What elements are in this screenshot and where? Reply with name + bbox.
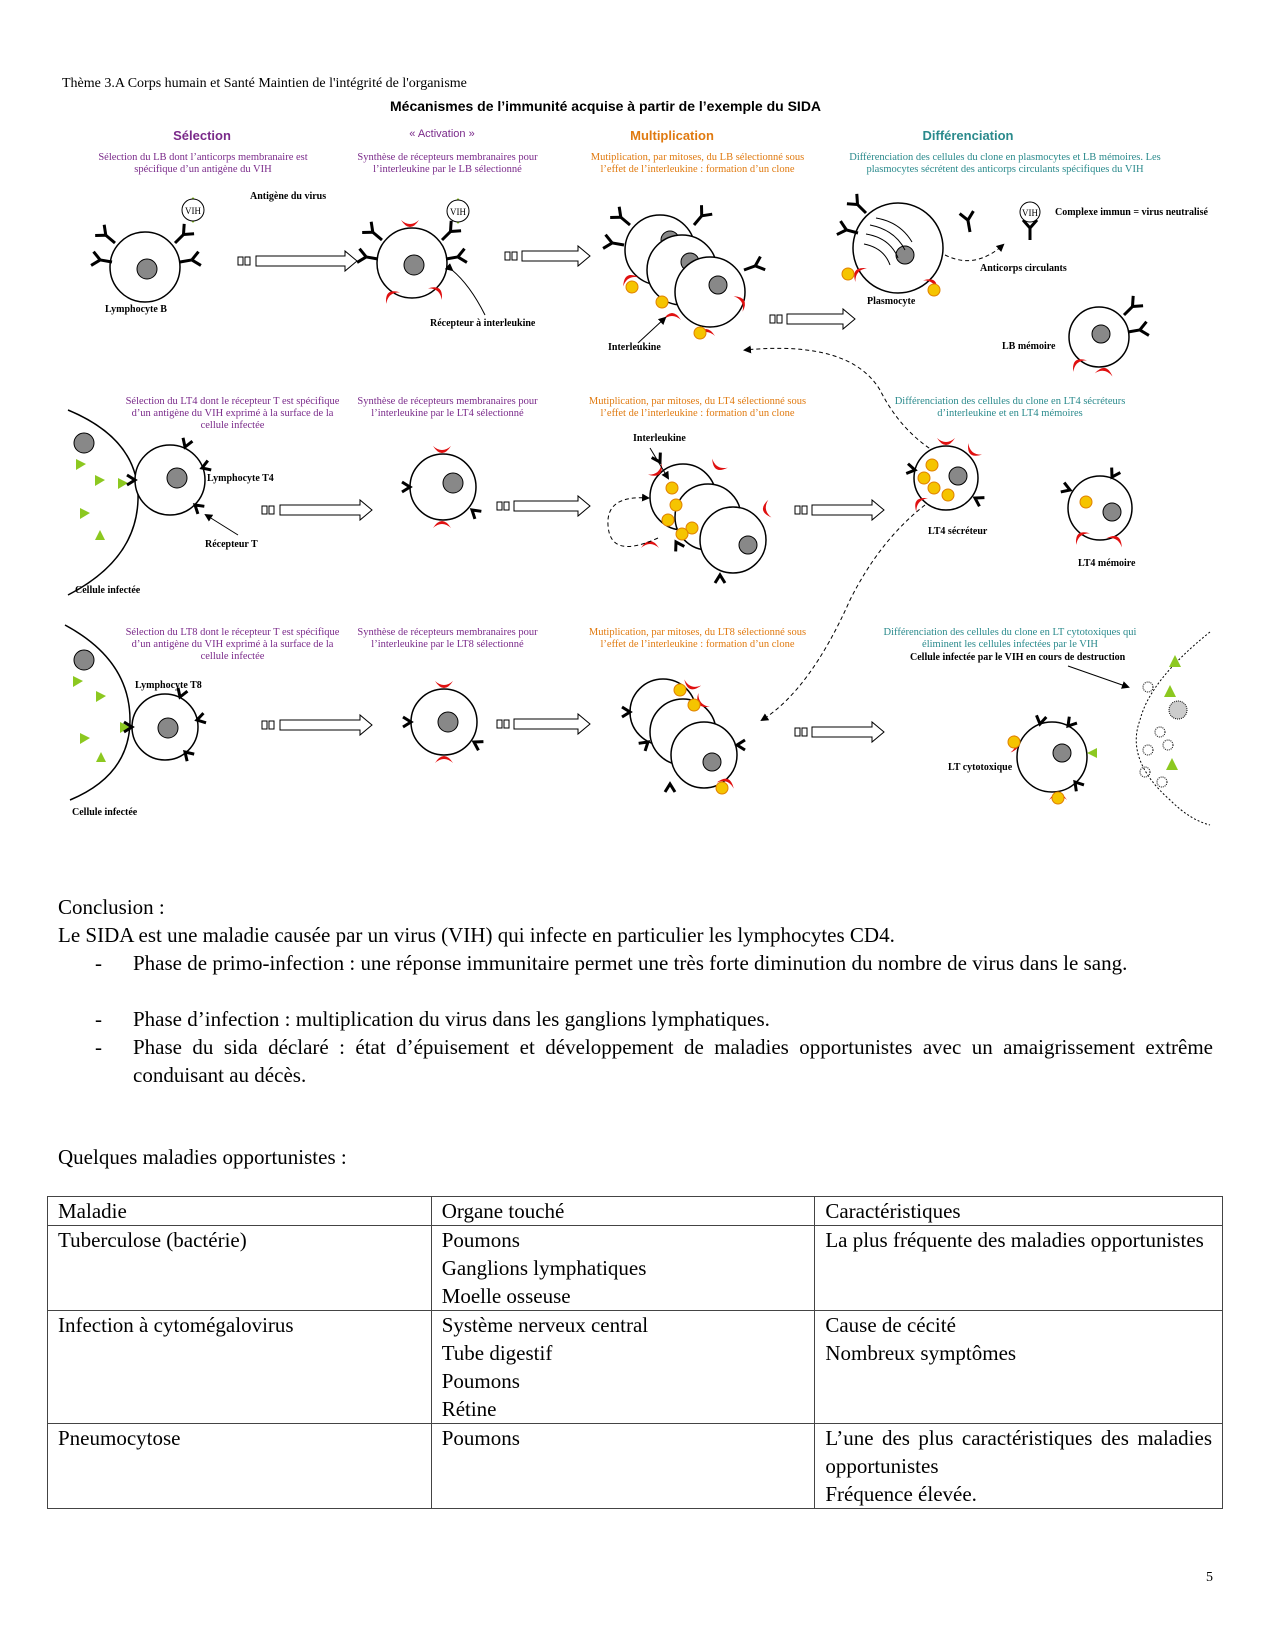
infected-cell-2 xyxy=(65,625,130,800)
cell-maladie: Infection à cytomégalovirus xyxy=(48,1311,432,1424)
lb-clone-cells xyxy=(603,205,765,339)
arrow-r3-2 xyxy=(497,714,590,734)
page-number: 5 xyxy=(1206,1570,1213,1586)
lt4-secreteur-cell xyxy=(906,438,984,512)
cell-maladie: Pneumocytose xyxy=(48,1424,432,1509)
label-cellule-destruction: Cellule infectée par le VIH en cours de … xyxy=(910,652,1126,663)
lb-memoire-cell xyxy=(1069,296,1149,377)
immunity-diagram: VIH Antigène du virus Lymphocyte B VIH R… xyxy=(0,0,1275,860)
vih-label-3: VIH xyxy=(1022,208,1038,218)
conclusion-heading: Conclusion : xyxy=(58,893,165,921)
conclusion-intro: Le SIDA est une maladie causée par un vi… xyxy=(58,921,895,949)
label-cellule-infectee-2: Cellule infectée xyxy=(72,807,138,818)
table-row: Pneumocytose Poumons L’une des plus cara… xyxy=(48,1424,1223,1509)
label-lymphocyte-b: Lymphocyte B xyxy=(105,304,167,315)
label-recepteur-interleukine: Récepteur à interleukine xyxy=(430,318,536,329)
arrow-r3-1 xyxy=(262,715,372,735)
lymphocyte-t4-cell xyxy=(127,438,211,515)
vih-label: VIH xyxy=(185,206,201,216)
plasmocyte-cell xyxy=(837,194,943,296)
lymphocyte-t8-cell xyxy=(124,688,206,761)
label-anticorps-circulants: Anticorps circulants xyxy=(980,263,1067,274)
cell-caracteristiques: L’une des plus caractéristiques des mala… xyxy=(815,1424,1223,1509)
label-lymphocyte-t4: Lymphocyte T4 xyxy=(207,473,274,484)
lymphocyte-b-cell xyxy=(91,224,201,302)
arrow-r1-3 xyxy=(770,309,855,329)
label-recepteur-t: Récepteur T xyxy=(205,539,258,550)
label-lt-cytotoxique: LT cytotoxique xyxy=(948,762,1013,773)
immune-complex-icon: VIH xyxy=(1020,202,1040,240)
lt4-clone-cells xyxy=(641,453,771,583)
activated-lt4-cell xyxy=(402,446,481,528)
table-header-row: Maladie Organe touché Caractéristiques xyxy=(48,1197,1223,1226)
label-antigene: Antigène du virus xyxy=(250,191,326,202)
destroyed-infected-cell xyxy=(1136,632,1210,825)
header-organe: Organe touché xyxy=(431,1197,815,1226)
lt-cytotoxique-cell xyxy=(1008,715,1097,804)
cell-caracteristiques: La plus fréquente des maladies opportuni… xyxy=(815,1226,1223,1311)
cell-caracteristiques: Cause de cécité Nombreux symptômes xyxy=(815,1311,1223,1424)
lt4-memoire-cell xyxy=(1061,468,1132,548)
label-plasmocyte: Plasmocyte xyxy=(867,296,916,307)
label-lt4-memoire: LT4 mémoire xyxy=(1078,558,1136,569)
label-complexe-immun: Complexe immun = virus neutralisé xyxy=(1055,207,1208,218)
infected-cell-1 xyxy=(68,410,138,595)
arrow-r2-1 xyxy=(262,500,372,520)
header-maladie: Maladie xyxy=(48,1197,432,1226)
vih-label-2: VIH xyxy=(450,207,466,217)
table-row: Tuberculose (bactérie) Poumons Ganglions… xyxy=(48,1226,1223,1311)
arrow-r2-3 xyxy=(795,500,884,520)
activated-lt8-cell xyxy=(403,681,483,763)
label-lymphocyte-t8: Lymphocyte T8 xyxy=(135,680,202,691)
lt8-clone-cells xyxy=(622,679,745,794)
arrow-r3-3 xyxy=(795,722,884,742)
label-lt4-secreteur: LT4 sécréteur xyxy=(928,526,988,537)
cell-organes: Poumons Ganglions lymphatiques Moelle os… xyxy=(431,1226,815,1311)
arrow-r1-2 xyxy=(505,246,590,266)
cell-maladie: Tuberculose (bactérie) xyxy=(48,1226,432,1311)
free-antibody-icon xyxy=(960,211,977,233)
header-caracteristiques: Caractéristiques xyxy=(815,1197,1223,1226)
label-interleukine-2: Interleukine xyxy=(633,433,686,444)
table-row: Infection à cytomégalovirus Système nerv… xyxy=(48,1311,1223,1424)
virus-vih-icon-2: VIH xyxy=(447,198,469,224)
cell-organes: Poumons xyxy=(431,1424,815,1509)
activated-lb-cell xyxy=(357,220,467,304)
opportunistic-diseases-table: Maladie Organe touché Caractéristiques T… xyxy=(47,1196,1223,1509)
cell-organes: Système nerveux central Tube digestif Po… xyxy=(431,1311,815,1424)
label-cellule-infectee-1: Cellule infectée xyxy=(75,585,141,596)
label-lb-memoire: LB mémoire xyxy=(1002,341,1056,352)
arrow-r1-1 xyxy=(238,251,357,271)
virus-vih-icon: VIH xyxy=(182,197,204,223)
arrow-r2-2 xyxy=(497,496,590,516)
label-interleukine-1: Interleukine xyxy=(608,342,661,353)
table-intro: Quelques maladies opportunistes : xyxy=(58,1143,347,1171)
